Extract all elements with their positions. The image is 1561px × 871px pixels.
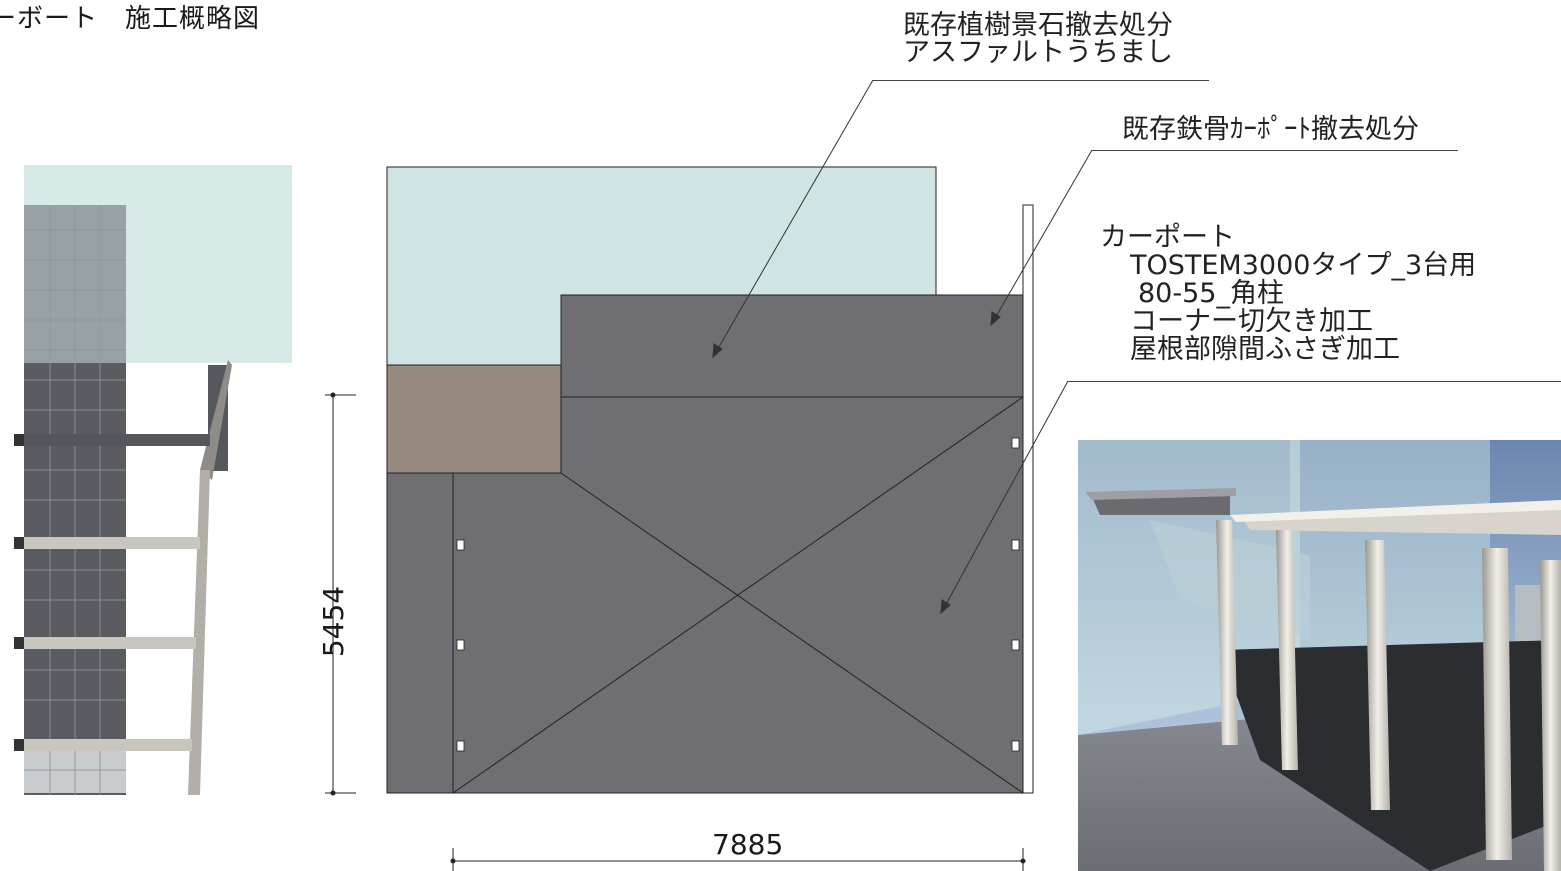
note-remove-garden: 既存植樹景石撤去処分 アスファルトうちまし <box>903 12 1173 66</box>
plan-diagonal-1 <box>560 472 1024 794</box>
plan-view <box>386 166 1034 794</box>
plan-fence-post <box>1022 204 1034 794</box>
plan-diagonal-2 <box>452 396 1024 794</box>
side-beam-3 <box>14 637 196 649</box>
note-remove-carport: 既存鉄骨ｶｰﾎﾟｰﾄ撤去処分 <box>1122 114 1419 145</box>
side-post <box>188 470 210 795</box>
leader-lines <box>712 79 1093 615</box>
side-brace <box>200 360 232 480</box>
dimension-width-label: 7885 <box>712 828 784 861</box>
spec-corner: コーナー切欠き加工 <box>1130 306 1373 337</box>
side-fence-grid <box>24 205 126 795</box>
spec-post: 80-55_角柱 <box>1138 278 1284 309</box>
carport-spec: カーポート TOSTEM3000タイプ_3台用 80-55_角柱 コーナー切欠き… <box>1100 224 1476 364</box>
plan-post-markers <box>456 437 1020 752</box>
spec-roof: 屋根部隙間ふさぎ加工 <box>1130 334 1400 365</box>
note-remove-garden-underline <box>873 80 1209 81</box>
note-remove-garden-line1: 既存植樹景石撤去処分 <box>903 10 1173 41</box>
side-beam-4 <box>14 739 192 751</box>
spec-heading: カーポート <box>1100 222 1235 253</box>
side-beam-1 <box>14 434 210 446</box>
note-remove-garden-line2: アスファルトうちまし <box>903 37 1173 68</box>
side-beam-2 <box>14 537 200 549</box>
plan-brown-area <box>386 364 562 474</box>
spec-underline <box>1068 381 1561 382</box>
spec-model: TOSTEM3000タイプ_3台用 <box>1130 250 1477 281</box>
carport-3d-render <box>1078 440 1561 871</box>
dimension-depth-label: 5454 <box>317 585 351 658</box>
side-elevation-view <box>14 165 292 795</box>
drawing-title: ーボート 施工概略図 <box>0 4 261 34</box>
dimension-lines <box>325 392 1026 871</box>
note-remove-carport-underline <box>1092 150 1458 151</box>
